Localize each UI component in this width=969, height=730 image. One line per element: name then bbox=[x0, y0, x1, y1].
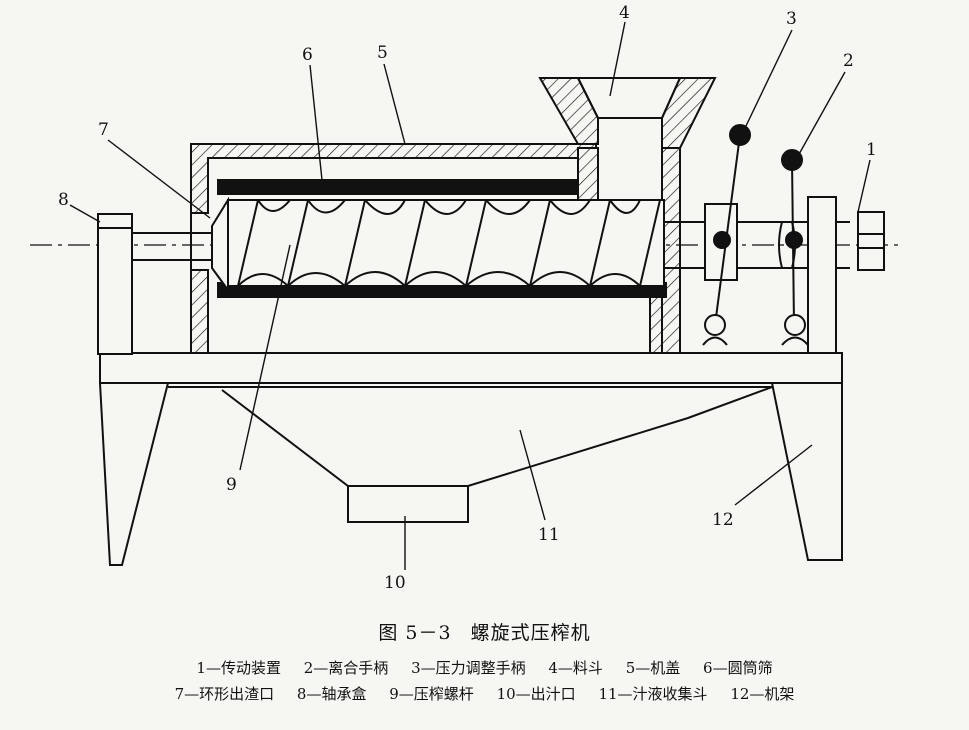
callout-2: 2 bbox=[843, 51, 854, 71]
figure-title-text: 螺旋式压榨机 bbox=[470, 622, 591, 644]
callout-9: 9 bbox=[226, 475, 237, 495]
clutch-handle bbox=[781, 149, 809, 346]
pressure-adjusting-handle bbox=[702, 124, 751, 346]
legend-item: 8—轴承盒 bbox=[296, 685, 367, 703]
drive-device bbox=[857, 211, 885, 271]
callout-5: 5 bbox=[377, 43, 388, 63]
juice-collection-hopper bbox=[168, 386, 773, 487]
callout-3: 3 bbox=[786, 9, 797, 29]
callout-7: 7 bbox=[98, 120, 109, 140]
screw-press-diagram: 1 2 3 4 5 6 7 8 9 10 11 12 bbox=[30, 3, 900, 593]
callout-8: 8 bbox=[58, 190, 69, 210]
pulley-support bbox=[807, 196, 837, 354]
callout-10: 10 bbox=[384, 573, 406, 593]
callout-1: 1 bbox=[866, 140, 877, 160]
annular-residue-outlet bbox=[211, 196, 229, 294]
legend-item: 2—离合手柄 bbox=[303, 659, 389, 677]
legend-item: 11—汁液收集斗 bbox=[598, 685, 708, 703]
legend-row-2: 7—环形出渣口 8—轴承盒 9—压榨螺杆 10—出汁口 11—汁液收集斗 12—… bbox=[0, 681, 969, 707]
callout-4: 4 bbox=[619, 3, 630, 23]
figure-number: 图 5－3 bbox=[378, 622, 452, 644]
pressing-screw bbox=[227, 199, 665, 287]
feed-hopper bbox=[538, 77, 717, 354]
juice-outlet bbox=[347, 485, 469, 523]
legend-item: 4—料斗 bbox=[548, 659, 603, 677]
callout-12: 12 bbox=[712, 510, 734, 530]
legend-item: 9—压榨螺杆 bbox=[389, 685, 474, 703]
callout-6: 6 bbox=[302, 45, 313, 65]
legend-item: 5—机盖 bbox=[625, 659, 681, 677]
leader-lines bbox=[69, 21, 871, 570]
figure-title: 图 5－3 螺旋式压榨机 bbox=[0, 618, 969, 645]
legend-item: 3—压力调整手柄 bbox=[411, 659, 526, 677]
legend-item: 6—圆筒筛 bbox=[703, 659, 773, 677]
callout-labels: 1 2 3 4 5 6 7 8 9 10 11 12 bbox=[58, 3, 877, 593]
callout-11: 11 bbox=[538, 525, 560, 545]
figure-caption: 图 5－3 螺旋式压榨机 1—传动装置 2—离合手柄 3—压力调整手柄 4—料斗… bbox=[0, 618, 969, 707]
legend-item: 1—传动装置 bbox=[196, 659, 281, 677]
legend-item: 7—环形出渣口 bbox=[174, 685, 275, 703]
bearing-box bbox=[97, 213, 133, 355]
legend-item: 10—出汁口 bbox=[496, 685, 576, 703]
legend-item: 12—机架 bbox=[730, 685, 795, 703]
legend-row-1: 1—传动装置 2—离合手柄 3—压力调整手柄 4—料斗 5—机盖 6—圆筒筛 bbox=[0, 655, 969, 681]
machine-frame bbox=[99, 352, 843, 566]
